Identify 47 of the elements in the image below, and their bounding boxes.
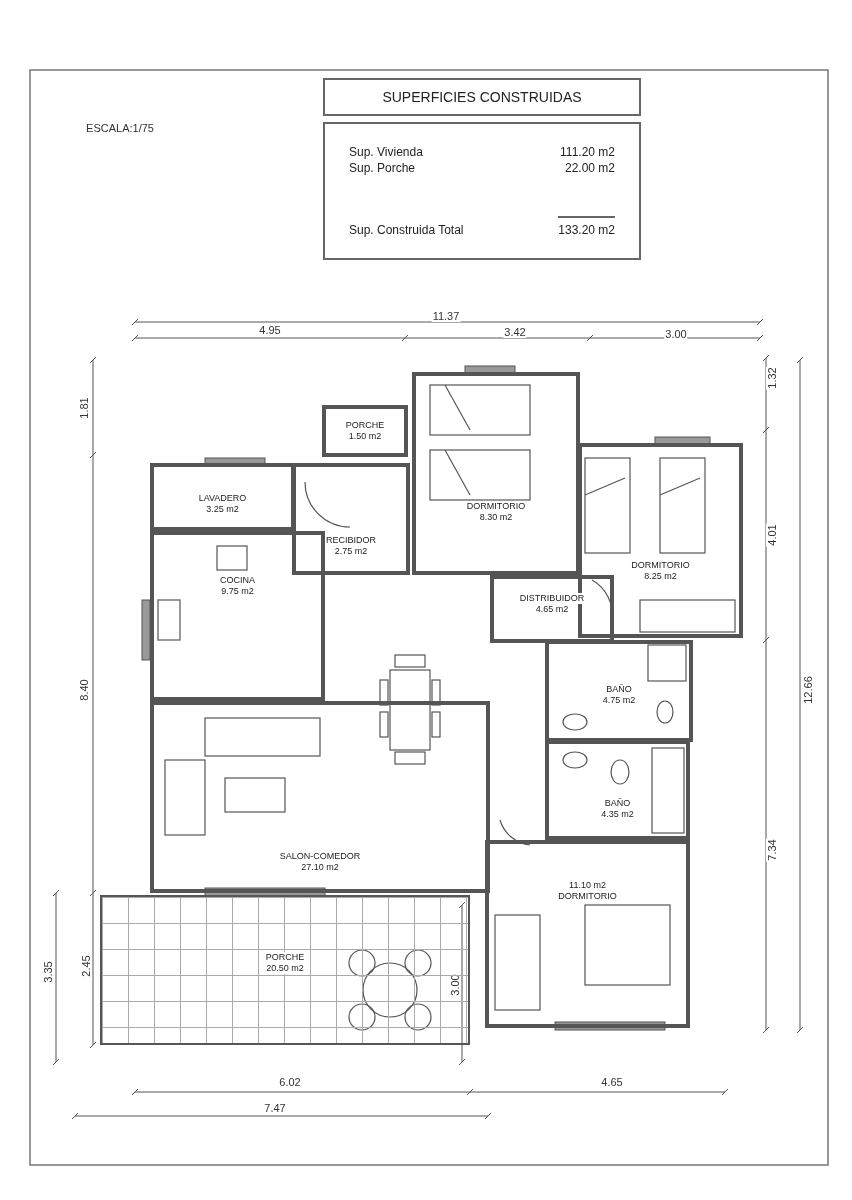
dimension-label: 4.95 [258,324,282,336]
dimension-label: 11.37 [431,310,461,322]
room-outline [322,405,408,457]
room-label: BAÑO [603,798,632,809]
dimension-label: 1.81 [78,396,90,420]
room-label: PORCHE [264,952,306,963]
table-cell-text: Sup. Construida Total [349,222,465,238]
room-outline [545,740,690,840]
room-label: DORMITORIO [465,501,527,512]
room-outline [150,701,490,893]
table-cell-text: 22.00 m2 [563,160,615,176]
room-outline [292,463,410,575]
tiled-porch [100,895,470,1045]
scale-note: ESCALA:1/75 [85,122,155,134]
room-label: COCINA [219,575,256,586]
room-label: 11.10 m2 [568,880,607,891]
room-label: DISTRIBUIDOR [518,593,586,604]
dimension-label: 3.35 [42,960,54,984]
room-outline [485,840,690,1028]
room-outline [412,372,580,575]
area-table [323,122,641,260]
table-cell-text: Sup. Vivienda [349,144,424,160]
dimension-label: 3.42 [503,326,527,338]
room-label: BAÑO [605,684,633,695]
dimension-label: 12.66 [802,675,814,705]
room-label: SALON-COMEDOR [278,851,362,862]
room-label: LAVADERO [197,493,248,504]
dimension-label: 7.47 [263,1102,287,1114]
table-title: SUPERFICIES CONSTRUIDAS [323,78,641,116]
room-label: RECIBIDOR [325,535,377,546]
dimension-label: 3.00 [664,328,688,340]
room-outline [490,575,614,643]
dimension-label: 8.40 [78,678,90,702]
room-label: PORCHE [344,420,386,431]
room-outline [150,463,295,531]
dimension-label: 7.34 [766,838,778,862]
dimension-label: 6.02 [278,1076,302,1088]
dimension-label: 2.45 [80,954,92,978]
room-outline [150,531,325,701]
table-cell-text: 111.20 m2 [559,144,615,160]
dimension-label: 4.65 [600,1076,624,1088]
room-label: DORMITORIO [630,560,691,571]
table-cell-text: Sup. Porche [349,160,417,176]
dimension-label: 4.01 [766,523,778,547]
table-cell: 133.20 m2 [558,216,615,238]
room-outline [545,640,693,742]
dimension-label: 1.32 [766,366,778,390]
